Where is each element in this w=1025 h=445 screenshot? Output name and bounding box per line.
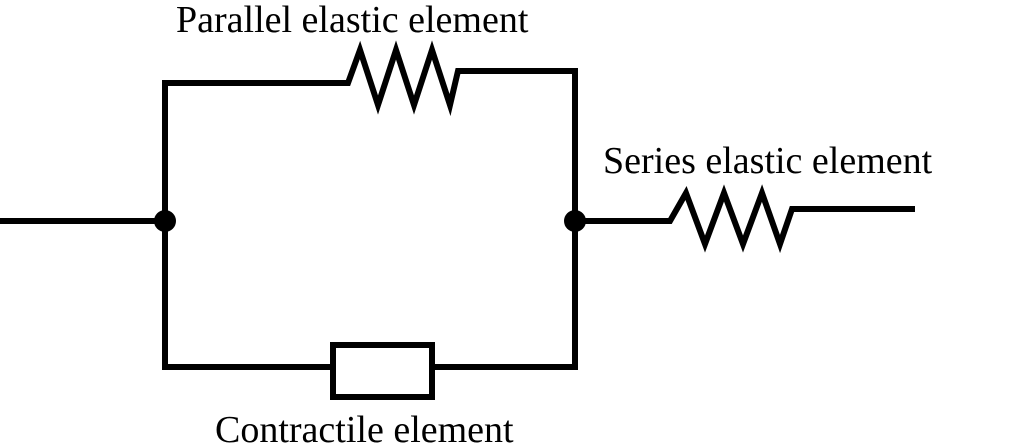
contractile-element <box>330 342 435 400</box>
right-junction-dot <box>564 210 586 232</box>
contractile-label: Contractile element <box>215 409 514 445</box>
parallel-elastic-label: Parallel elastic element <box>176 0 529 41</box>
series-elastic-element <box>572 184 915 254</box>
left-junction-dot <box>154 210 176 232</box>
series-elastic-label: Series elastic element <box>603 140 933 182</box>
parallel-elastic-element <box>162 40 578 117</box>
